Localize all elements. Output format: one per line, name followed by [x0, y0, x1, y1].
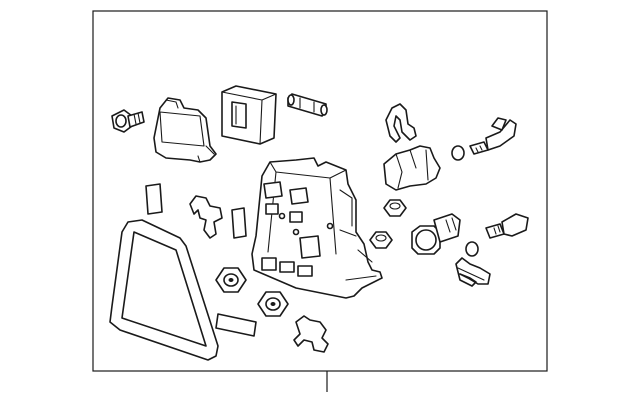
- nut-icon: [369, 231, 393, 249]
- retainer-clip-icon: [189, 195, 223, 239]
- spring-clip-icon: [455, 257, 491, 287]
- bolt-icon: [111, 109, 145, 133]
- gasket-icon: [109, 219, 219, 361]
- relay-cube-icon: [221, 85, 277, 145]
- label-icon: [145, 183, 163, 215]
- nut-icon: [383, 199, 407, 217]
- connector-icon: [411, 213, 461, 255]
- label-icon: [231, 207, 247, 239]
- retainer-clip-icon: [293, 315, 329, 353]
- sensor-icon: [469, 117, 517, 155]
- connector-cover-icon: [383, 145, 441, 191]
- fuse-icon: [287, 93, 328, 117]
- o-ring-icon: [465, 241, 479, 257]
- wire-clip-icon: [385, 103, 417, 143]
- nut-icon: [257, 291, 289, 317]
- sensor-icon: [485, 213, 529, 239]
- fuse-block-housing-icon: [251, 157, 383, 299]
- nut-icon: [215, 267, 247, 293]
- diagram-frame: [92, 10, 548, 372]
- o-ring-icon: [451, 145, 465, 161]
- label-icon: [215, 313, 257, 337]
- relay-module-icon: [153, 97, 217, 163]
